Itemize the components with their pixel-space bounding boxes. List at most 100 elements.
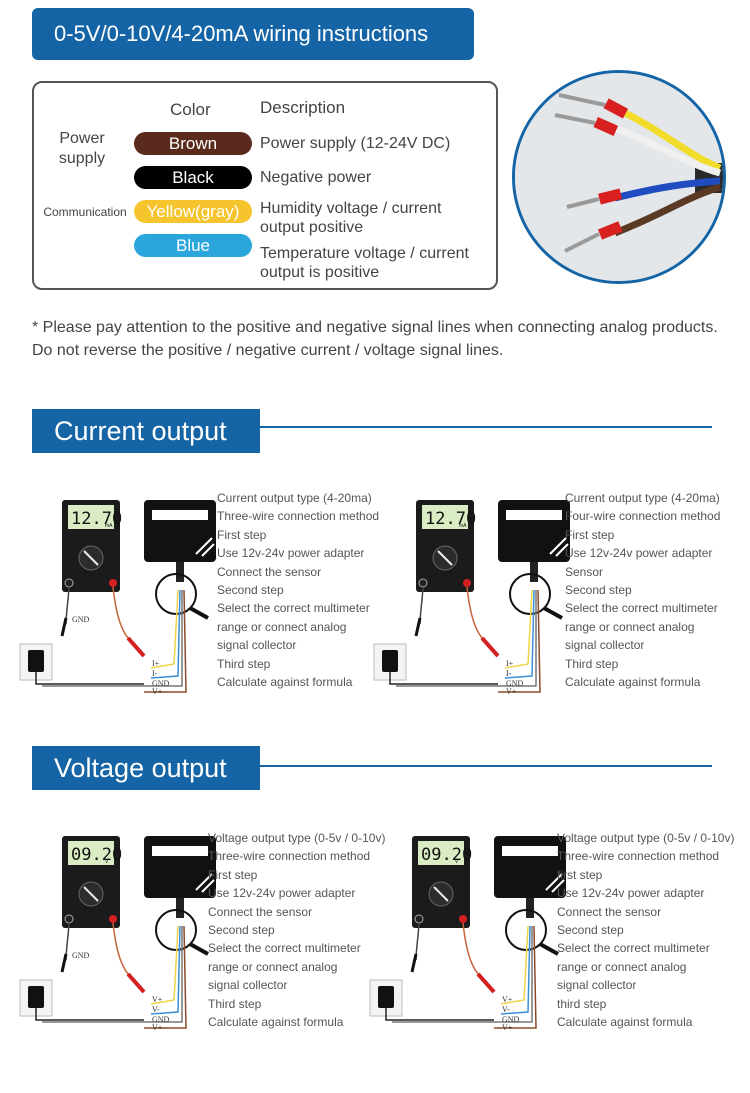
- step-line: third step: [557, 996, 607, 1011]
- brown-wire-pill: Brown: [134, 132, 252, 155]
- multimeter-unit: V: [105, 859, 109, 865]
- step-line: Calculate against formula: [217, 674, 353, 689]
- gnd-wire: [42, 926, 183, 1023]
- multimeter-screen: [422, 505, 468, 529]
- step-line: first step: [557, 867, 603, 882]
- red-probe: [476, 972, 496, 994]
- negative-signal-wire: [504, 589, 535, 679]
- wire-label: I+: [506, 659, 514, 668]
- brown-wire-description: Power supply (12-24V DC): [260, 135, 451, 152]
- red-jack: [459, 915, 467, 923]
- power-wire: [498, 589, 541, 693]
- wire-label: GND: [502, 1015, 520, 1024]
- red-jack: [109, 579, 117, 587]
- step-line: signal collector: [565, 638, 645, 653]
- current-three-wire-steps: Current output type (4-20ma)Three-wire c…: [217, 489, 379, 691]
- power-wire: [144, 925, 187, 1029]
- wire-label: V-: [502, 1005, 510, 1014]
- polarity-note: * Please pay attention to the positive a…: [32, 319, 718, 359]
- step-line: Third step: [217, 656, 271, 671]
- sensor-vent: [201, 543, 215, 557]
- multimeter-unit: mA: [105, 523, 113, 529]
- step-line: Connect the sensor: [557, 904, 662, 919]
- com-jack: [418, 578, 428, 588]
- black-wire-description: Negative power: [260, 169, 372, 186]
- step-line: Use 12v-24v power adapter: [557, 886, 705, 901]
- magnifier-handle: [539, 942, 559, 956]
- multimeter-reading: 12.70: [425, 509, 476, 529]
- wire-photo: [512, 70, 726, 284]
- sensor-vent: [549, 537, 567, 555]
- step-line: First step: [565, 527, 615, 542]
- black-probe: [410, 953, 418, 973]
- voltage-output-banner: Voltage output: [32, 746, 260, 790]
- sensor-vent: [195, 537, 213, 555]
- step-line: Third step: [565, 656, 619, 671]
- sensor-vent: [551, 879, 565, 893]
- multimeter-dial-pointer: [437, 550, 453, 566]
- sensor-vent: [555, 543, 569, 557]
- step-line: range or connect analog: [208, 959, 338, 974]
- multimeter-screen: [68, 505, 114, 529]
- power-adapter: [28, 986, 44, 1008]
- blue-wire-pill: Blue: [134, 234, 252, 257]
- sensor-label: [152, 846, 208, 856]
- step-line: Second step: [208, 922, 275, 937]
- negative-signal-wire: [150, 925, 181, 1015]
- power-adapter: [378, 986, 394, 1008]
- step-line: signal collector: [208, 978, 288, 993]
- multimeter-screen: [68, 841, 114, 865]
- wire-label: I-: [506, 669, 512, 678]
- wire-label: I+: [152, 659, 160, 668]
- magnifier-handle: [189, 942, 209, 956]
- step-line: Second step: [217, 582, 284, 597]
- step-line: Select the correct multimeter: [217, 601, 370, 616]
- yellow-wire-description: Humidity voltage / current output positi…: [260, 200, 442, 236]
- power-adapter: [382, 650, 398, 672]
- step-line: Use 12v-24v power adapter: [565, 546, 713, 561]
- step-line: Select the correct multimeter: [565, 601, 718, 616]
- signal-wire: [150, 589, 179, 669]
- step-line: Sensor: [565, 564, 604, 579]
- voltage-output-title: Voltage output: [54, 752, 227, 783]
- step-line: range or connect analog: [557, 959, 687, 974]
- step-line: Select the correct multimeter: [557, 941, 710, 956]
- wire-label: V+: [152, 995, 163, 1004]
- step-line: Three-wire connection method: [557, 849, 720, 864]
- step-line: Calculate against formula: [557, 1014, 693, 1029]
- signal-wire: [504, 589, 533, 669]
- step-line: Three-wire connection method: [217, 509, 380, 524]
- voltage-right-steps: Voltage output type (0-5v / 0-10v) Three-…: [557, 829, 734, 1031]
- sensor-cable: [176, 898, 184, 918]
- sensor-label: [506, 510, 562, 520]
- sensor-cable: [530, 562, 538, 582]
- step-line: Voltage output type (0-5v / 0-10v): [557, 831, 735, 845]
- sensor-vent: [195, 873, 213, 891]
- step-line: Use 12v-24v power adapter: [217, 546, 365, 561]
- multimeter-dial-pointer: [433, 886, 449, 902]
- step-line: Connect the sensor: [217, 564, 322, 579]
- adapter-cable: [385, 1008, 494, 1021]
- red-probe: [126, 972, 146, 994]
- color-column-header: Color: [170, 100, 211, 119]
- step-line: Voltage output type (0-5v / 0-10v): [208, 831, 386, 845]
- com-jack: [64, 914, 74, 924]
- step-line: range or connect analog: [217, 619, 347, 634]
- step-line: Second step: [565, 582, 632, 597]
- wire-label: V+: [152, 687, 163, 696]
- sensor-cable: [526, 898, 534, 918]
- current-output-banner: Current output: [32, 409, 260, 453]
- multimeter-reading: 09.20: [71, 845, 122, 865]
- page-title-text: 0-5V/0-10V/4-20mA wiring instructions: [54, 21, 429, 46]
- adapter-cable: [389, 672, 498, 685]
- wire-label: GND: [152, 1015, 170, 1024]
- step-line: First step: [208, 867, 258, 882]
- gnd-probe-label: GND: [72, 615, 90, 624]
- multimeter-dial-pointer: [83, 550, 99, 566]
